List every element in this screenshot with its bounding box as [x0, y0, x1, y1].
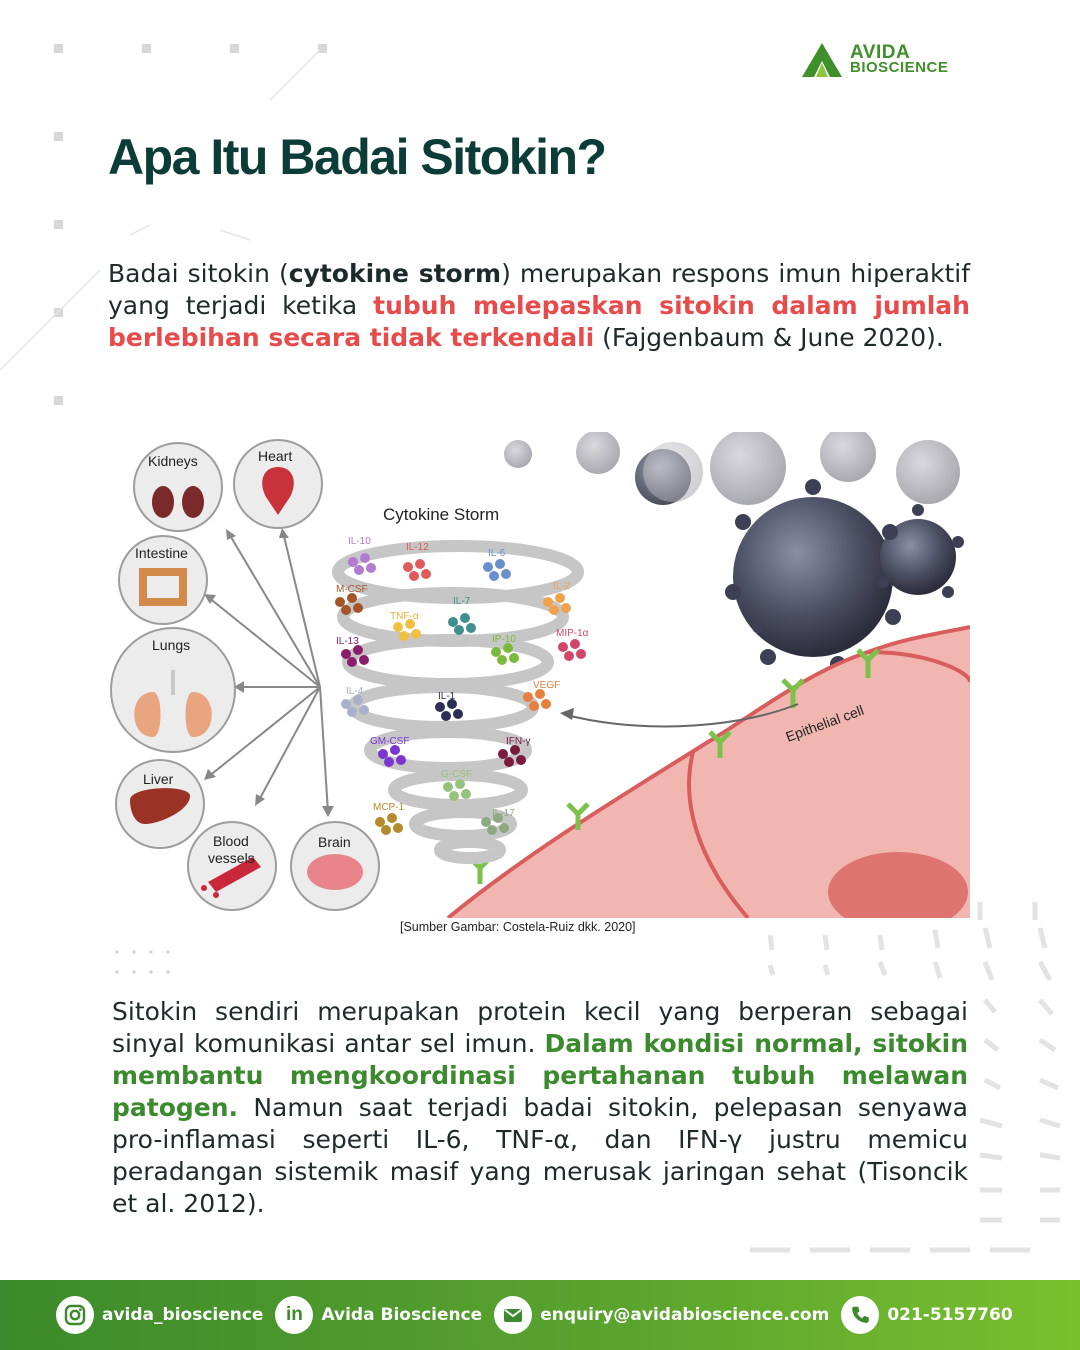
organ-drawings: [130, 467, 363, 898]
cytokine-label: IP-10: [492, 634, 516, 645]
cytokine-label: IL-7: [453, 596, 471, 607]
organ-label: Liver: [143, 771, 174, 787]
cytokine-label: IL-6: [488, 548, 506, 559]
email-address: enquiry@avidabioscience.com: [540, 1305, 830, 1325]
epithelial-cells: Epithelial cell: [446, 625, 970, 918]
avida-logo-icon: [802, 43, 842, 77]
cytokine-clusters: [335, 553, 586, 835]
linkedin-name: Avida Bioscience: [321, 1305, 483, 1325]
cytokine-label: IL-12: [406, 542, 429, 553]
organ-label: Kidneys: [148, 453, 198, 469]
cytokine-label: IL-1: [438, 691, 456, 702]
cytokine-label: IL-4: [346, 686, 364, 697]
decor-dots: [115, 950, 170, 974]
organ-labels: Kidneys Heart Intestine Lungs Liver Bloo…: [135, 448, 351, 866]
cytokine-label: IL-17: [492, 808, 515, 819]
cytokine-label: IL-13: [336, 636, 359, 647]
intro-paragraph: Badai sitokin (cytokine storm) merupakan…: [108, 258, 970, 354]
instagram-handle: avida_bioscience: [102, 1305, 264, 1325]
cytokine-label: GM-CSF: [370, 736, 409, 747]
phone-link[interactable]: 021-5157760: [841, 1296, 1013, 1334]
email-icon: [494, 1296, 533, 1334]
organ-label: Intestine: [135, 545, 188, 561]
intro-term: cytokine storm: [288, 259, 502, 288]
cytokine-label: IL-10: [348, 536, 371, 547]
phone-number: 021-5157760: [887, 1305, 1013, 1325]
cytokine-labels: IL-10 IL-12 IL-6 M-CSF IL-2 TNF-α IL-7 I…: [336, 536, 589, 819]
intro-citation: (Fajgenbaum & June 2020).: [594, 323, 944, 352]
linkedin-link[interactable]: in Avida Bioscience: [275, 1296, 482, 1334]
cytokine-label: MCP-1: [373, 802, 405, 813]
figure-illustration: Epithelial cell Cytokine Storm: [110, 432, 970, 918]
organ-label: Lungs: [152, 637, 190, 653]
cytokine-label: IFN-γ: [506, 736, 530, 747]
cytokine-label: M-CSF: [336, 584, 368, 595]
brand-line-1: AVIDA: [850, 42, 911, 63]
page-title: Apa Itu Badai Sitokin?: [108, 129, 607, 185]
brand-line-2: BIOSCIENCE: [850, 59, 949, 76]
footer-contact-bar: avida_bioscience in Avida Bioscience enq…: [0, 1280, 1080, 1350]
brand-name: AVIDA BIOSCIENCE: [850, 42, 949, 76]
brand-logo: AVIDA BIOSCIENCE: [800, 40, 1000, 80]
decor-dashes: [750, 902, 1061, 1253]
phone-icon: [841, 1296, 880, 1334]
virus-background: [504, 432, 964, 672]
cytokine-label: VEGF: [533, 680, 560, 691]
cytokine-storm-figure: Epithelial cell Cytokine Storm: [108, 432, 970, 918]
body-paragraph: Sitokin sendiri merupakan protein kecil …: [112, 996, 968, 1220]
body-highlight: Dalam kondisi normal, sitokin membantu m…: [112, 1029, 968, 1122]
organ-label: Blood: [213, 833, 249, 849]
intro-text-1: Badai sitokin (: [108, 259, 289, 288]
instagram-icon: [56, 1296, 94, 1334]
linkedin-icon: in: [275, 1296, 314, 1334]
intro-text-2: ) merupakan respons imun hiperaktif yang…: [108, 259, 970, 320]
body-text-1: Sitokin sendiri merupakan protein kecil …: [112, 997, 968, 1058]
cytokine-label: G-CSF: [441, 769, 472, 780]
cytokine-label: MIP-1α: [556, 628, 589, 639]
organ-label: Brain: [318, 834, 351, 850]
body-text-2: Namun saat terjadi badai sitokin, pelepa…: [112, 1093, 968, 1218]
figure-caption: [Sumber Gambar: Costela-Ruiz dkk. 2020]: [400, 920, 636, 934]
intro-highlight: tubuh melepaskan sitokin dalam jumlah be…: [108, 291, 970, 352]
cytokine-label: IL-2: [553, 581, 571, 592]
email-link[interactable]: enquiry@avidabioscience.com: [494, 1296, 829, 1334]
decor-lines: [0, 49, 321, 371]
organ-arrows: [207, 531, 329, 813]
cytokine-label: TNF-α: [390, 611, 419, 622]
organ-label: vessels: [208, 850, 255, 866]
figure-title: Cytokine Storm: [383, 505, 499, 524]
instagram-link[interactable]: avida_bioscience: [56, 1296, 263, 1334]
receptors: [468, 648, 880, 884]
organ-label: Heart: [258, 448, 292, 464]
